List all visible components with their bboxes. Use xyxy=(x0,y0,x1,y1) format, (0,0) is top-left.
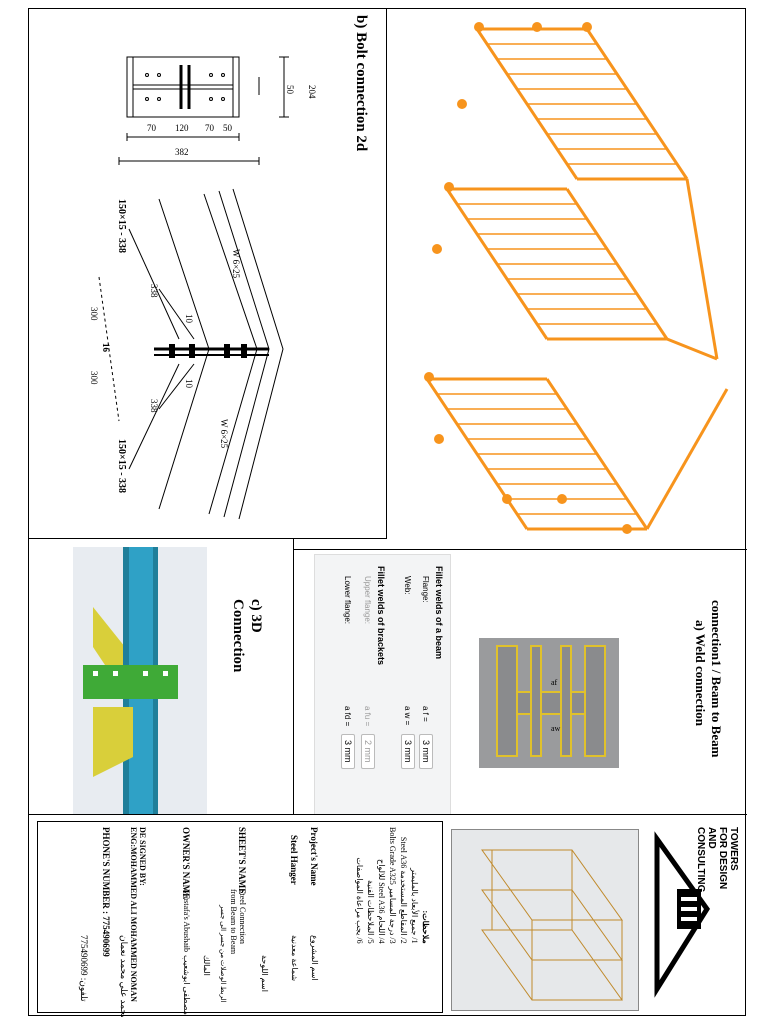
dim-300b: 300 xyxy=(89,371,99,385)
note-1: 1/ جميع الأبعاد بالمليمتر xyxy=(410,868,419,944)
drawing-sheet: b) Bolt connection 2d xyxy=(28,8,747,1017)
designed-label: DE SIGNED BY: xyxy=(138,827,147,886)
upper-flange-symbol: a fu = xyxy=(363,706,372,727)
dim-338b: 338 xyxy=(149,399,159,413)
dim-70a: 70 xyxy=(147,123,156,133)
owner-name-ar: مصطفى ابوشعيب xyxy=(182,955,191,1015)
phone-number: : 775490699 xyxy=(101,911,111,957)
bolt-connection-panel: b) Bolt connection 2d xyxy=(29,9,387,539)
flange-symbol: a f = xyxy=(421,706,430,722)
upper-flange-input[interactable]: 2 mm xyxy=(361,734,375,769)
beam-top-label: W 6×25 xyxy=(231,249,241,279)
lower-flange-label: Lower flange: xyxy=(343,576,352,625)
project-name-ar: شماعة معدنية xyxy=(290,935,299,982)
sheet-label-ar: اسم اللوحة xyxy=(260,955,269,992)
bracket-bottom-label: 150×15 - 338 xyxy=(116,439,127,494)
note-4: 4/ اللحام Steel A36 للالواح xyxy=(377,859,386,944)
sheet-name: Steel Connection from Beam to Beam xyxy=(229,889,247,955)
dim-120: 120 xyxy=(175,123,189,133)
bracket-top-label: 150×15 - 338 xyxy=(116,199,127,254)
note-5: 5/ الملاحظات الفنية xyxy=(366,880,375,944)
company-name: TOWERS FOR DESIGN AND CONSULTING xyxy=(695,827,739,893)
weld-section-image: af aw xyxy=(479,638,619,768)
designer-ar: المهندس: محمد علي محمد نعمان xyxy=(119,935,129,1017)
upper-flange-label: Upper flange: xyxy=(363,576,372,625)
connection-3d-panel: c) 3D Connection xyxy=(29,539,294,815)
title-table xyxy=(37,821,443,1013)
dim-16: 16 xyxy=(101,343,111,352)
i-section-view xyxy=(118,56,289,165)
project-label-ar: اسم المشروع xyxy=(310,935,319,981)
dim-10a: 10 xyxy=(184,314,194,323)
owner-label-ar: المالك xyxy=(202,955,211,976)
frame-3d-panel xyxy=(387,9,745,549)
dim-300a: 300 xyxy=(89,307,99,321)
weld-title-line1: connection1 / Beam to Beam xyxy=(709,600,724,758)
dim-70b: 70 xyxy=(205,123,214,133)
bolts xyxy=(169,344,247,358)
web-weld-input[interactable]: 3 mm xyxy=(401,734,415,769)
project-name: Steel Hanger xyxy=(289,835,299,885)
weld-title-line2: a) Weld connection xyxy=(693,620,708,726)
company-logo-area: TOWERS FOR DESIGN AND CONSULTING xyxy=(647,819,743,1015)
beam-welds-heading: Fillet welds of a beam xyxy=(434,566,444,660)
owner-name: Mustafa's Abushaib xyxy=(182,889,191,952)
dim-382: 382 xyxy=(175,147,189,157)
bracket-welds-heading: Fillet welds of brackets xyxy=(376,566,386,666)
bolt-connection-drawing xyxy=(98,56,289,520)
note-3: 3/ درجة المسامير Bolts Grade A325 xyxy=(388,827,397,944)
dim-50b: 50 xyxy=(223,123,232,133)
note-6: 6/ يجب مراعاة المواصفات xyxy=(355,857,364,944)
dim-338a: 338 xyxy=(149,284,159,298)
project-label: Project's Name xyxy=(309,827,319,886)
lower-flange-symbol: a fd = xyxy=(343,706,352,727)
phone-label: PHONE'S NUMBER xyxy=(101,827,111,909)
notes-title: ملاحظات: xyxy=(421,910,430,944)
dim-10b: 10 xyxy=(184,379,194,388)
flange-label: Flange: xyxy=(421,576,430,603)
sheet-label: SHEET'S NAME xyxy=(237,827,247,895)
weld-connection-panel: Fillet welds of a beam Flange: a f = 3 m… xyxy=(294,549,747,815)
company-logo xyxy=(654,831,711,998)
weld-settings-box xyxy=(314,554,451,814)
af-label: af xyxy=(551,678,558,687)
flange-weld-input[interactable]: 3 mm xyxy=(419,734,433,769)
title-block: PHONE'S NUMBER : 775490699 تلفون: 775490… xyxy=(29,815,747,1017)
note-2: 2/ المقاطع المستخدمة Steel A36 xyxy=(399,836,408,944)
designer-name: ENG:MOHAMMED ALI MOHAMMED NOMAN xyxy=(129,827,138,1002)
dim-50: 50 xyxy=(285,85,295,94)
web-symbol: a w = xyxy=(403,706,412,726)
phone-ar: تلفون: 775490699 xyxy=(79,935,89,1002)
lower-flange-input[interactable]: 3 mm xyxy=(341,734,355,769)
connection-3d-image xyxy=(73,547,207,814)
dim-204: 204 xyxy=(307,85,317,99)
aw-label: aw xyxy=(551,724,561,733)
web-label: Web: xyxy=(403,576,412,595)
connection-3d-title: c) 3D Connection xyxy=(230,599,264,673)
sheet-name-ar: الربط الوصلات من جسر الى جسر xyxy=(219,905,227,1003)
frame-thumbnail xyxy=(451,829,639,1011)
orange-frame-render xyxy=(424,22,729,534)
beam-bottom-label: W 6×25 xyxy=(219,419,229,449)
